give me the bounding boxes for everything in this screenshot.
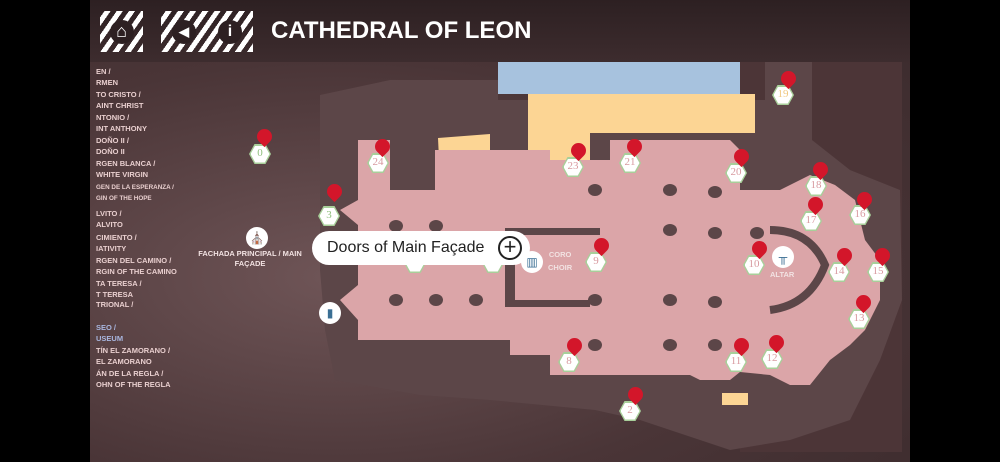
cloister-door: [722, 393, 748, 405]
main-facade-label: FACHADA PRINCIPAL / MAIN FAÇADE: [198, 249, 302, 268]
map-marker[interactable]: 8: [558, 352, 580, 372]
map-marker[interactable]: 13: [848, 309, 870, 329]
map-marker[interactable]: 18: [805, 176, 827, 196]
map-marker[interactable]: 3: [318, 206, 340, 226]
plus-icon[interactable]: +: [498, 236, 522, 260]
list-item[interactable]: TRIONAL /: [96, 300, 134, 309]
map-marker[interactable]: 14: [828, 262, 850, 282]
back-info-button-group: ◀ i: [161, 11, 253, 52]
list-item[interactable]: LVITO /ALVITO: [96, 209, 123, 229]
list-item-museum[interactable]: SEO /USEUM: [96, 323, 124, 343]
map-marker[interactable]: 20: [725, 163, 747, 183]
list-item[interactable]: NTONIO /INT ANTHONY: [96, 113, 147, 133]
map-marker[interactable]: 12: [761, 349, 783, 369]
home-button[interactable]: ⌂: [100, 11, 143, 52]
home-icon: ⌂: [109, 19, 134, 44]
list-item[interactable]: GEN DE LA ESPERANZA /GIN OF THE HOPE: [96, 184, 174, 202]
sidebar-list: EN /RMEN TO CRISTO /AINT CHRIST NTONIO /…: [90, 62, 180, 462]
list-item[interactable]: ÁN DE LA REGLA /OHN OF THE REGLA: [96, 369, 171, 389]
map-marker[interactable]: 11: [725, 352, 747, 372]
app: ⌂ ◀ i CATHEDRAL OF LEON EN /RMEN TO CRIS…: [90, 0, 910, 462]
map-marker[interactable]: 19: [772, 85, 794, 105]
list-item[interactable]: TA TERESA /T TERESA: [96, 279, 142, 299]
map-marker[interactable]: 10: [743, 255, 765, 275]
water-area: [498, 62, 760, 94]
back-icon[interactable]: ◀: [172, 19, 196, 44]
altar-label: ALTAR: [770, 270, 795, 279]
map-marker[interactable]: 2: [619, 401, 641, 421]
map-marker[interactable]: 0: [249, 144, 271, 164]
list-item[interactable]: DOÑO II /DOÑO II: [96, 136, 129, 156]
map-marker[interactable]: 17: [800, 211, 822, 231]
page-title: CATHEDRAL OF LEON: [271, 17, 532, 44]
info-icon[interactable]: i: [218, 19, 242, 44]
altar-icon[interactable]: ╥: [772, 246, 794, 268]
list-item[interactable]: TÍN EL ZAMORANO /EL ZAMORANO: [96, 346, 171, 366]
map-marker[interactable]: 23: [562, 157, 584, 177]
tooltip-text: Doors of Main Façade: [327, 239, 485, 256]
list-item[interactable]: EN /RMEN: [96, 67, 119, 87]
map-marker[interactable]: 21: [619, 153, 641, 173]
nave: [340, 140, 880, 385]
map-marker[interactable]: 24: [367, 153, 389, 173]
list-item[interactable]: TO CRISTO /AINT CHRIST: [96, 90, 144, 110]
list-item[interactable]: CIMIENTO /IATIVITY: [96, 233, 137, 253]
entrance-door-icon[interactable]: ▮: [319, 302, 341, 324]
list-item[interactable]: RGEN DEL CAMINO /RGIN OF THE CAMINO: [96, 256, 177, 276]
header: ⌂ ◀ i CATHEDRAL OF LEON: [90, 0, 910, 62]
main-facade-icon[interactable]: ⛪: [246, 227, 268, 249]
list-item[interactable]: RGEN BLANCA /WHITE VIRGIN: [96, 159, 156, 179]
location-tooltip[interactable]: Doors of Main Façade +: [312, 231, 530, 265]
map-marker[interactable]: 9: [585, 252, 607, 272]
pillars: [389, 184, 764, 351]
map-marker[interactable]: 15: [867, 262, 889, 282]
apse-wall: [769, 226, 830, 314]
